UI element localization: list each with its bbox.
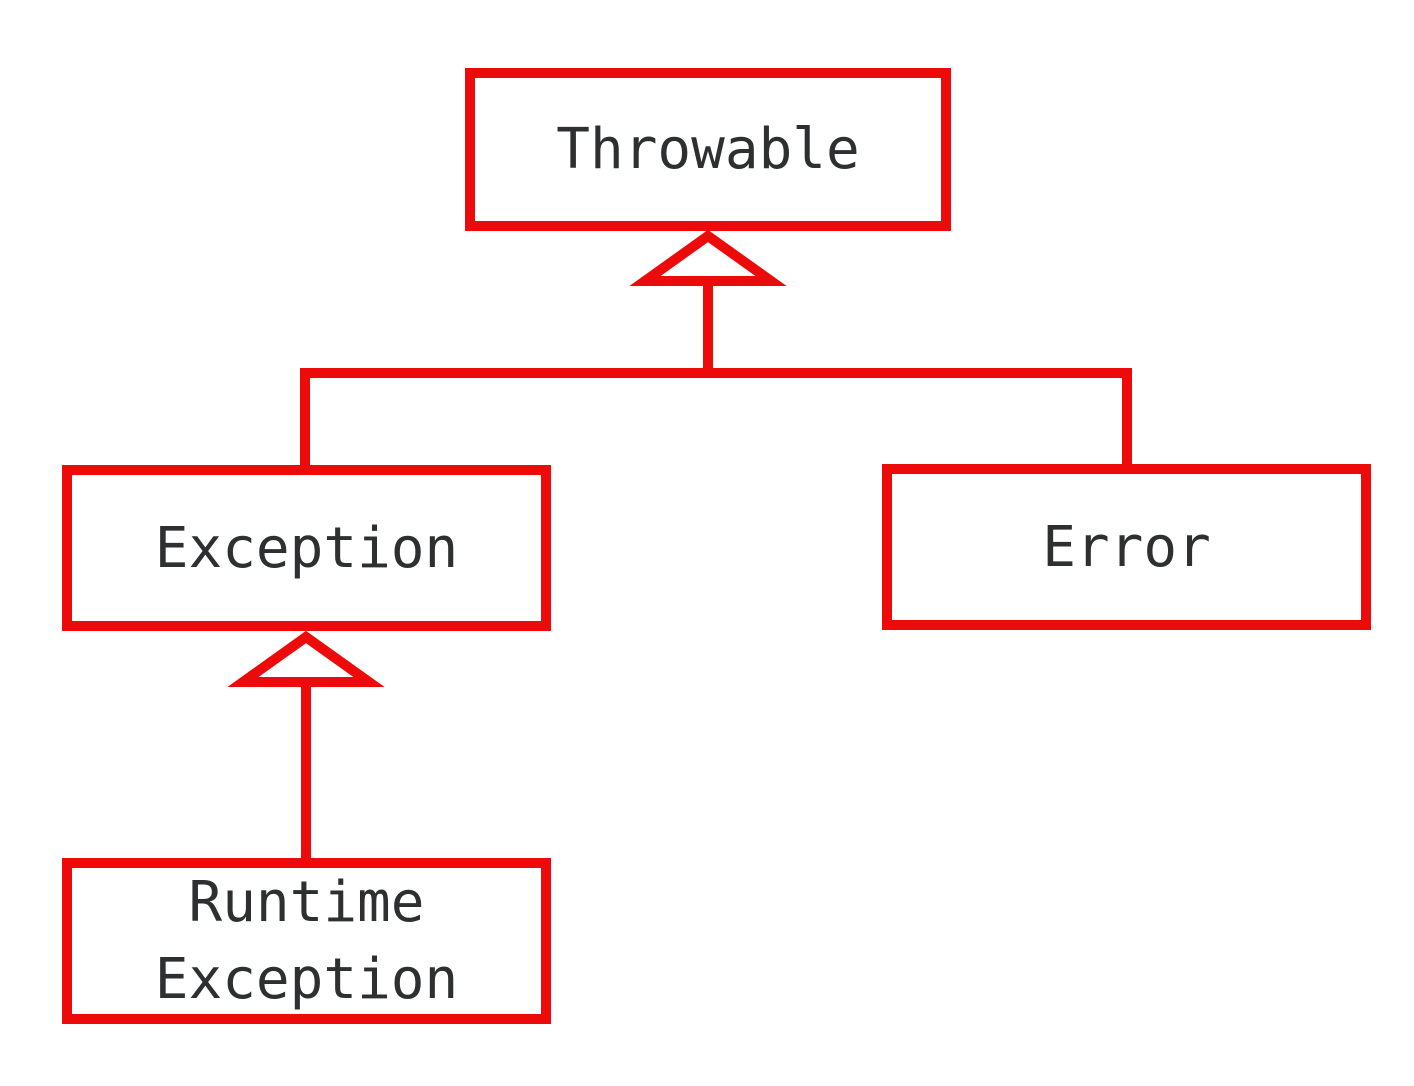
inheritance-arrowhead-throwable-icon [629,229,787,286]
edge-bracket-exception-error [300,368,1132,470]
node-runtime-exception-label-line2: Exception [154,947,459,1012]
node-error: Error [882,464,1371,630]
node-error-label: Error [1042,514,1211,580]
inheritance-arrowhead-exception-icon [227,630,385,687]
node-exception: Exception [62,465,551,631]
node-throwable-label: Throwable [556,117,860,182]
node-runtime-exception-label-line1: Runtime [188,870,425,935]
node-throwable: Throwable [465,68,951,231]
node-exception-label: Exception [154,515,459,581]
